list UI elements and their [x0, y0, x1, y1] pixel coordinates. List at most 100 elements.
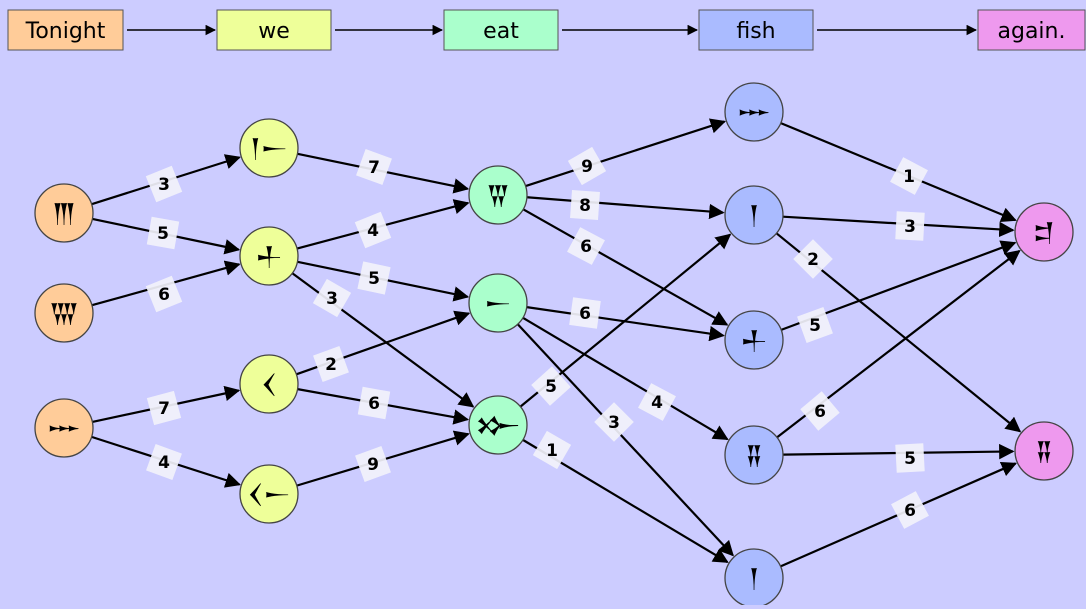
- edge-weight-text: 7: [158, 399, 170, 419]
- edge-weight-label: 5: [895, 443, 925, 473]
- weight-label-box: [355, 446, 391, 482]
- weight-label-box: [797, 307, 833, 343]
- cuneiform-glyph: 𒈦: [740, 326, 767, 356]
- edge-weight-text: 3: [326, 289, 338, 309]
- edge-weight-label: 6: [357, 386, 391, 420]
- edge-weight-label: 8: [570, 190, 600, 220]
- edge-weight-label: 6: [567, 227, 605, 265]
- weight-label-box: [567, 227, 605, 265]
- edge-weight-text: 5: [904, 449, 916, 469]
- edge-weight-label: 4: [354, 211, 392, 249]
- header-word-fish: fish: [698, 9, 814, 51]
- edge-weight-text: 3: [904, 217, 916, 237]
- cuneiform-glyph: 𒐁: [47, 414, 81, 444]
- weight-label-box: [531, 366, 571, 406]
- edge-weight-text: 9: [367, 455, 379, 475]
- weight-label-box: [145, 165, 183, 203]
- lattice-node-fish: 𒈦: [724, 310, 784, 370]
- cuneiform-glyph: 𒐌: [49, 299, 80, 329]
- edge-weight-label: 2: [313, 346, 349, 382]
- header-word-tonight: Tonight: [7, 9, 124, 51]
- node-circle: [34, 183, 94, 243]
- weight-label-box: [638, 383, 676, 421]
- lattice-edge: [522, 316, 729, 441]
- header-word-text: again.: [998, 19, 1066, 44]
- header-word-again: again.: [977, 9, 1086, 51]
- edge-weight-text: 4: [158, 453, 170, 473]
- edge-weight-label: 5: [797, 307, 833, 343]
- lattice-node-fish: 𒁹: [724, 548, 784, 608]
- edge-weight-text: 3: [608, 413, 620, 433]
- lattice-node-again: 𒄑: [1014, 202, 1074, 262]
- weight-label-box: [570, 190, 600, 220]
- edge-weight-label: 4: [146, 444, 182, 480]
- edge-weight-text: 7: [368, 158, 380, 178]
- header-box: [7, 9, 124, 51]
- header-word-we: we: [216, 9, 332, 51]
- node-circle: [239, 354, 299, 414]
- edge-weight-label: 9: [567, 146, 607, 186]
- node-circle: [34, 398, 94, 458]
- edge-weight-label: 7: [356, 149, 392, 185]
- lattice-node-we: 𒈦: [239, 226, 299, 286]
- edge-weight-text: 2: [807, 250, 819, 270]
- lattice-edge: [526, 196, 725, 220]
- lattice-node-we: 𒌋: [239, 354, 299, 414]
- lattice-node-we: 𒁹𒀸: [239, 118, 299, 178]
- cuneiform-glyph: 𒐉: [1035, 437, 1053, 467]
- lattice-edge: [525, 118, 726, 188]
- edge-weight-label: 6: [569, 297, 601, 329]
- edge-weight-text: 5: [157, 224, 169, 244]
- cuneiform-glyph: 𒁍: [475, 411, 520, 441]
- cuneiform-glyph: 𒌋𒀸: [247, 480, 291, 510]
- header-word-text: fish: [736, 19, 775, 44]
- header-word-text: Tonight: [25, 19, 106, 44]
- weight-label-box: [354, 211, 392, 249]
- weight-label-box: [895, 211, 925, 241]
- edge-weight-text: 1: [546, 441, 558, 461]
- lattice-node-tonight: 𒐌: [34, 283, 94, 343]
- lattice-node-fish: 𒐁: [724, 82, 784, 142]
- edge-weight-label: 9: [355, 446, 391, 482]
- edge-weight-label: 6: [145, 275, 183, 313]
- edge-weight-label: 7: [146, 390, 182, 426]
- edge-weight-label: 3: [145, 165, 183, 203]
- edge-weight-text: 6: [158, 285, 170, 305]
- edge-weight-text: 9: [581, 157, 593, 177]
- node-circle: [724, 185, 784, 245]
- cuneiform-glyph: 𒐊: [486, 181, 510, 211]
- edge-weight-label: 1: [532, 430, 572, 470]
- weight-label-box: [146, 390, 182, 426]
- edge-weight-label: 4: [638, 383, 676, 421]
- weight-label-box: [800, 391, 840, 431]
- edge-weight-text: 8: [579, 196, 591, 216]
- edge-weight-label: 3: [594, 402, 634, 442]
- lattice-node-tonight: 𒐈: [34, 183, 94, 243]
- lattice-edge: [516, 323, 734, 557]
- edge-weight-text: 6: [368, 394, 380, 414]
- lattice-node-again: 𒐉: [1014, 421, 1074, 481]
- node-circle: [724, 82, 784, 142]
- edge-weight-label: 6: [891, 491, 929, 529]
- lattice-node-eat: 𒁍: [468, 395, 528, 455]
- lattice-node-we: 𒌋𒀸: [239, 464, 299, 524]
- weight-label-box: [357, 386, 391, 420]
- edge-weight-label: 5: [531, 366, 571, 406]
- node-circle: [1014, 202, 1074, 262]
- node-circle: [239, 118, 299, 178]
- lattice-node-fish: 𒐉: [724, 425, 784, 485]
- node-circle: [1014, 421, 1074, 481]
- edge-weight-text: 6: [904, 501, 916, 521]
- cuneiform-glyph: 𒁹: [749, 201, 760, 231]
- edge-weight-label: 3: [895, 211, 925, 241]
- cuneiform-glyph: 𒐉: [745, 441, 763, 471]
- weight-label-box: [594, 402, 634, 442]
- edge-weight-label: 3: [312, 278, 352, 318]
- edge-weight-label: 5: [146, 216, 180, 250]
- cuneiform-glyph: 𒐁: [737, 98, 771, 128]
- header-word-text: we: [258, 19, 290, 44]
- node-circle: [239, 464, 299, 524]
- edge-weight-text: 6: [579, 304, 591, 324]
